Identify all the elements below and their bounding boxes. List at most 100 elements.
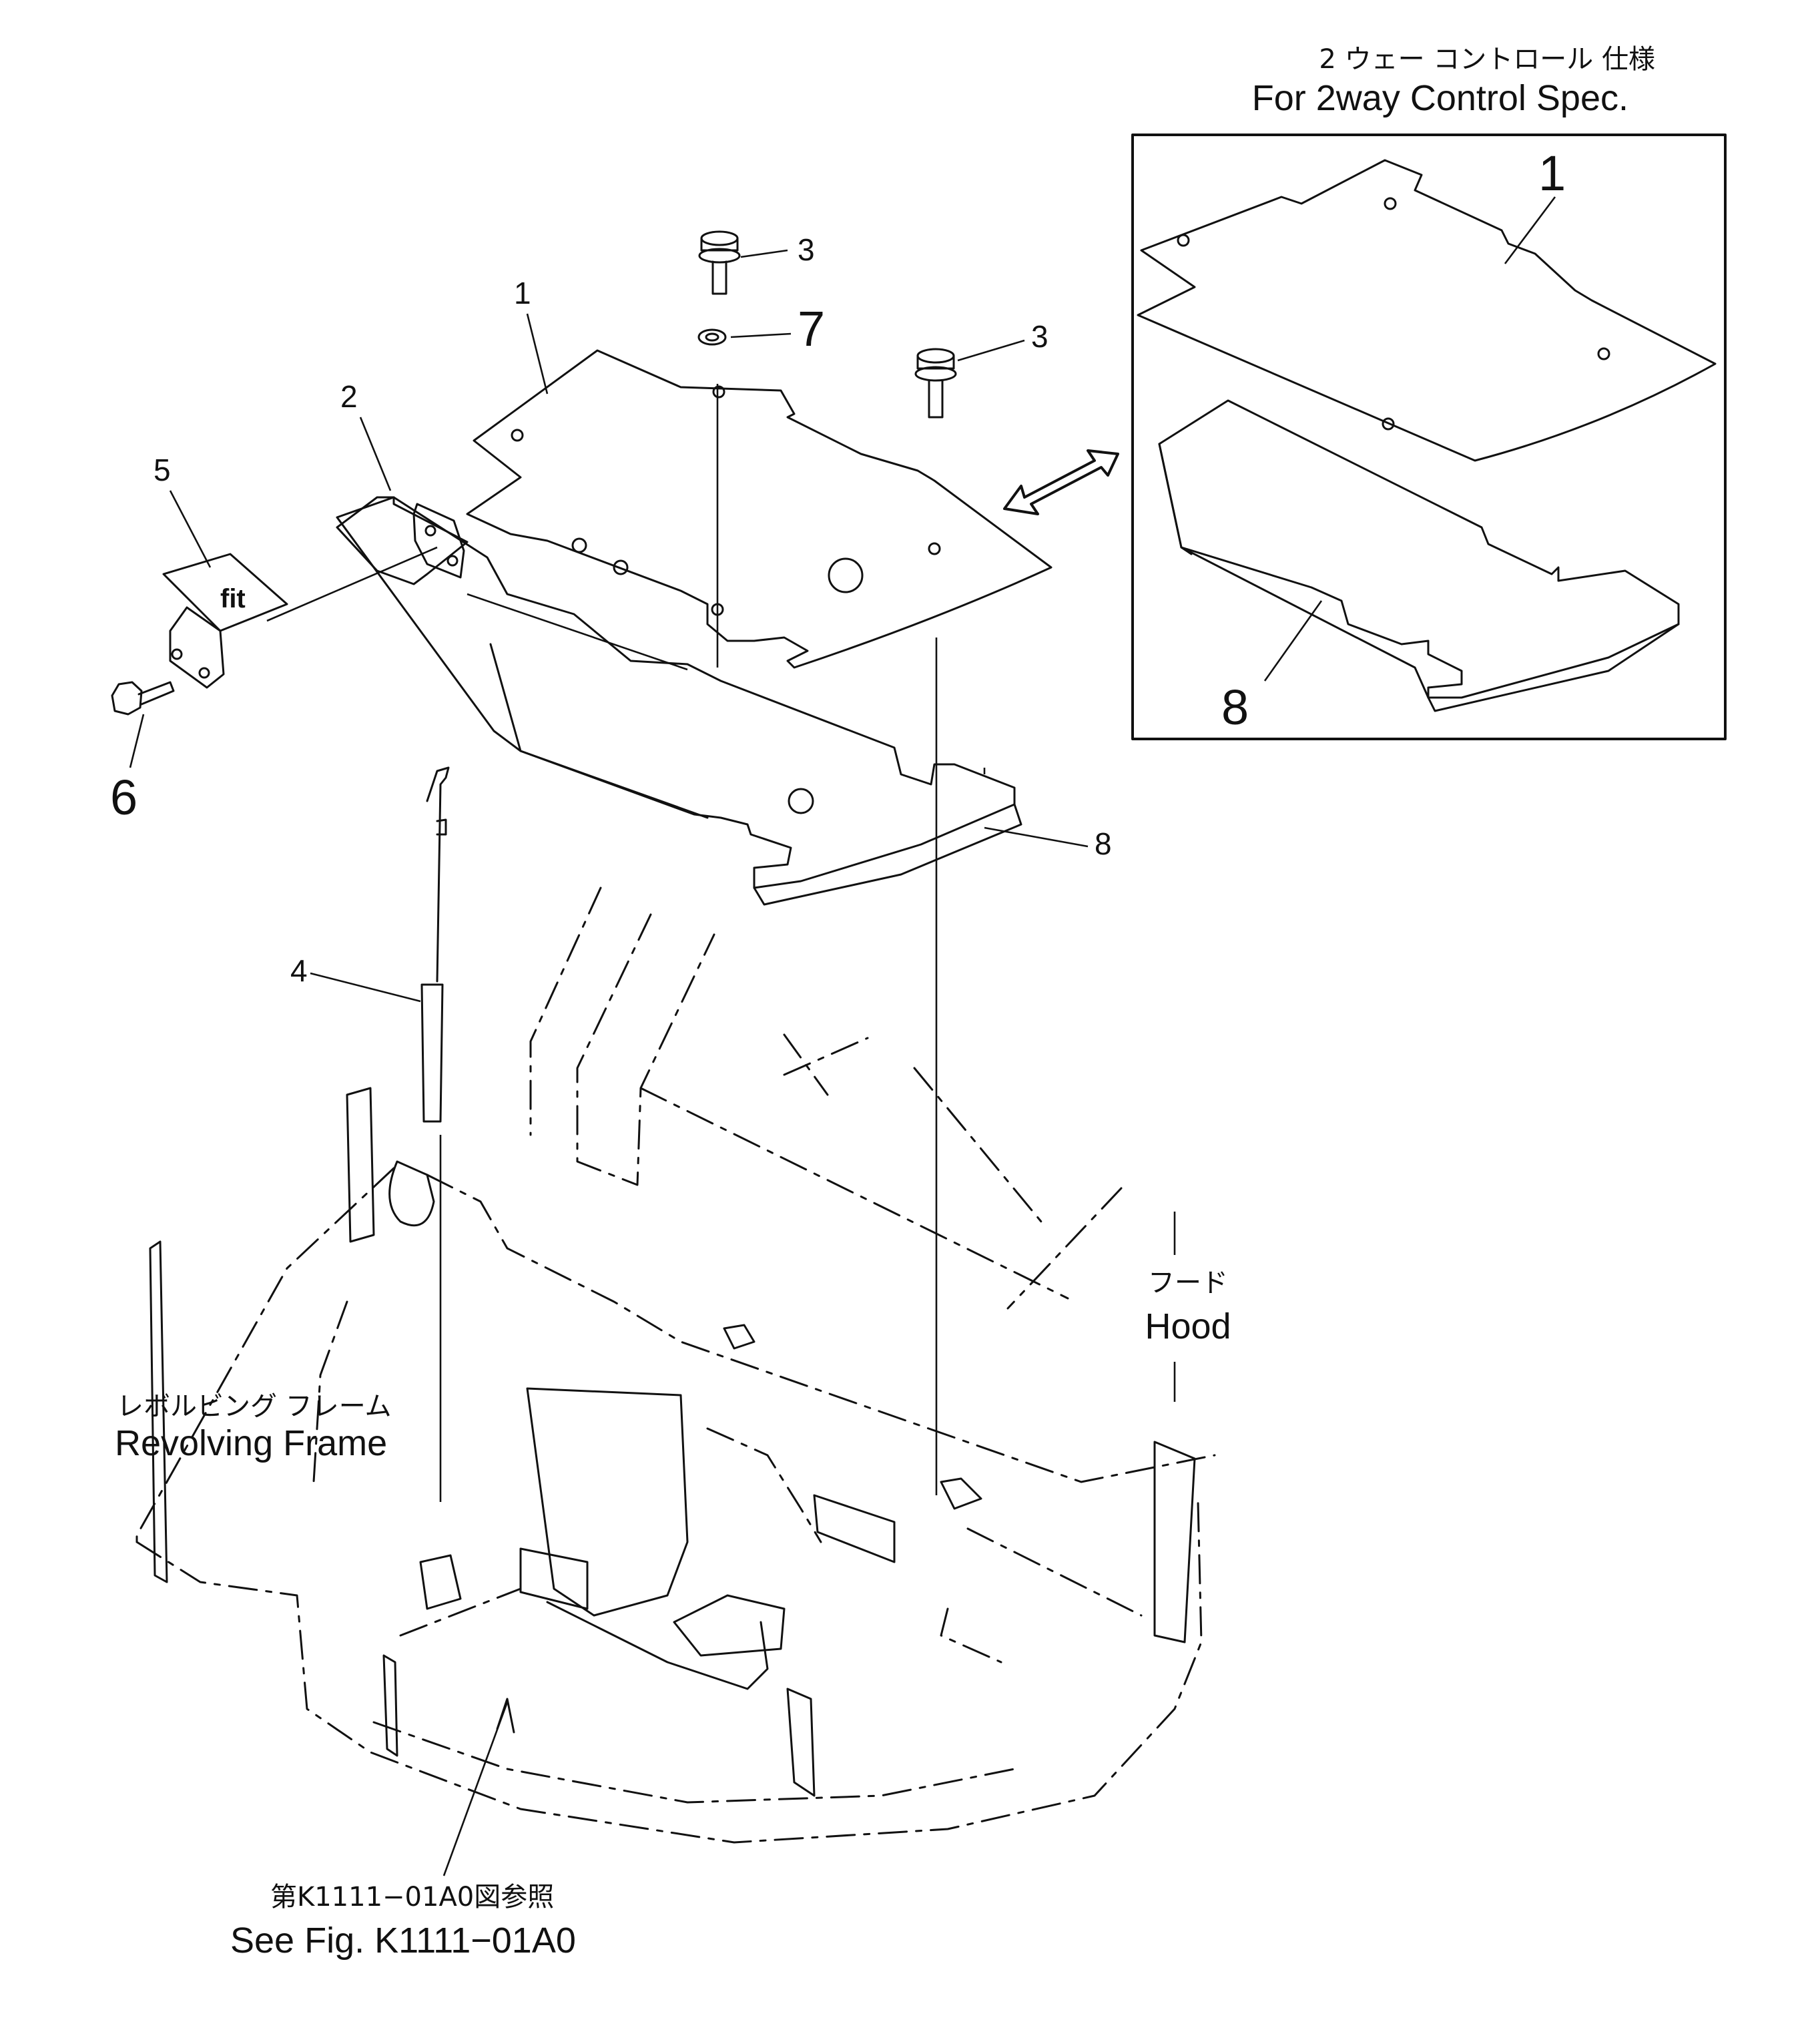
callout-6: 6 — [110, 770, 137, 825]
callout-8: 8 — [1095, 826, 1112, 861]
bolt-6 — [111, 681, 175, 716]
washer-7-inner — [705, 332, 719, 342]
plate-8-hole — [788, 788, 814, 814]
frame-post — [149, 1240, 168, 1583]
frame-details — [149, 1087, 1196, 1797]
leader-4 — [310, 972, 421, 1003]
console-base — [546, 1601, 769, 1690]
frame-tab — [940, 1477, 982, 1510]
inset-plate-1-hole — [1382, 417, 1395, 431]
guide-lines — [439, 384, 1176, 1502]
bracket-5: fit — [162, 553, 288, 689]
frame-boss — [388, 1160, 435, 1227]
labels: フード Hood レボルビング フレーム Revolving Frame 第K1… — [115, 1268, 1231, 1961]
ref-leader — [442, 1702, 509, 1876]
frame-edge — [706, 1427, 822, 1543]
inset-frame — [1131, 134, 1727, 740]
frame-label-jp: レボルビング フレーム — [117, 1391, 392, 1422]
inset-plate-8-edge — [1180, 546, 1430, 699]
frame-edge — [312, 1300, 348, 1483]
hood — [529, 886, 1123, 1310]
plate-1-hole — [511, 429, 524, 442]
bolt-3b-flange — [914, 366, 957, 382]
leader-3b — [957, 339, 1025, 362]
bolt-6-head — [111, 681, 143, 716]
bracket-5-hole — [171, 648, 183, 660]
inset-caption-en: For 2way Control Spec. — [1252, 78, 1628, 118]
frame-edge — [940, 1607, 1002, 1664]
ref-arrowhead — [496, 1698, 515, 1734]
inset-2way-control: 2 ウェー コントロール 仕様 For 2way Control Spec. 1… — [1131, 44, 1727, 740]
callout-1: 1 — [514, 276, 531, 310]
callout-3b: 3 — [1031, 319, 1048, 354]
rod-4-hook — [436, 818, 447, 836]
frame-edge — [372, 1721, 1016, 1804]
inset-caption-jp: 2 ウェー コントロール 仕様 — [1319, 44, 1655, 75]
bracket-2-hole — [424, 525, 436, 537]
callout-4: 4 — [290, 953, 308, 988]
frame-post — [1153, 1441, 1196, 1643]
hood-edge — [913, 1067, 1042, 1223]
inset-leader-8 — [1263, 600, 1323, 682]
inset-plate-1-hole — [1177, 234, 1190, 247]
inset-plate-8-edge — [1427, 623, 1680, 712]
inset-plate-8 — [1158, 399, 1680, 699]
hood-arrow — [783, 1037, 869, 1076]
guide-line-bracket — [266, 546, 438, 622]
plate-1-outline — [466, 349, 1053, 669]
leader-5 — [169, 490, 212, 568]
plate-8-edge — [753, 803, 1022, 906]
bracket-5-hole — [198, 667, 210, 679]
callout-5: 5 — [154, 453, 171, 487]
bracket-5-body — [162, 553, 288, 632]
inset-callout-8: 8 — [1221, 680, 1249, 735]
leader-6 — [129, 714, 145, 768]
hood-label-jp: フード — [1148, 1268, 1228, 1298]
plate-8-edge — [489, 643, 709, 819]
console-bracket — [519, 1547, 589, 1610]
bolt-6-shank — [137, 681, 175, 706]
inset-plate-1-hole — [1384, 197, 1397, 210]
callout-2: 2 — [340, 379, 358, 414]
frame-tab — [723, 1324, 756, 1350]
leader-3a — [740, 249, 788, 258]
bolt-3b-shank — [928, 379, 944, 419]
inset-plate-1 — [1137, 159, 1717, 462]
frame-edge — [426, 1174, 1216, 1483]
bolt-3a-shank — [711, 260, 727, 295]
washer-7-outer — [697, 328, 727, 346]
hood-label-en: Hood — [1145, 1306, 1231, 1346]
callout-3a: 3 — [798, 232, 815, 267]
console-body — [526, 1387, 689, 1617]
double-arrow — [1003, 449, 1119, 515]
leader-8 — [984, 826, 1089, 848]
hood-edge — [639, 1087, 1069, 1300]
bolt-3a-head — [700, 237, 739, 252]
frame-edge — [135, 1167, 395, 1543]
bolt-3b-head — [916, 354, 955, 370]
hood-edge — [529, 886, 602, 1136]
frame-edge — [135, 1501, 1203, 1844]
bracket-2-body — [336, 496, 469, 585]
frame-edge — [399, 1587, 522, 1637]
bolt-3b — [914, 348, 957, 419]
plate-1-hole — [613, 559, 629, 575]
leader-1 — [526, 313, 549, 395]
inset-plate-8-edge — [1158, 443, 1193, 555]
inset-leader-1 — [1504, 196, 1556, 264]
leader-2 — [359, 417, 392, 491]
ref-label-en: See Fig. K1111−01A0 — [230, 1921, 576, 1961]
inset-plate-1-hole — [1597, 347, 1610, 360]
leader-7 — [730, 332, 792, 338]
frame-label-en: Revolving Frame — [115, 1423, 387, 1463]
plate-1-hole — [928, 542, 941, 555]
bracket-5-flange — [169, 606, 225, 689]
hood-edge — [576, 913, 715, 1186]
revolving-frame — [135, 1167, 1216, 1844]
console-plate — [673, 1594, 786, 1657]
rod-4 — [420, 766, 450, 1123]
washer-7 — [697, 328, 727, 346]
callouts: 1 2 3 3 4 5 6 7 8 — [110, 232, 1112, 1003]
plate-8-outline — [336, 496, 1016, 889]
frame-block — [813, 1494, 896, 1563]
